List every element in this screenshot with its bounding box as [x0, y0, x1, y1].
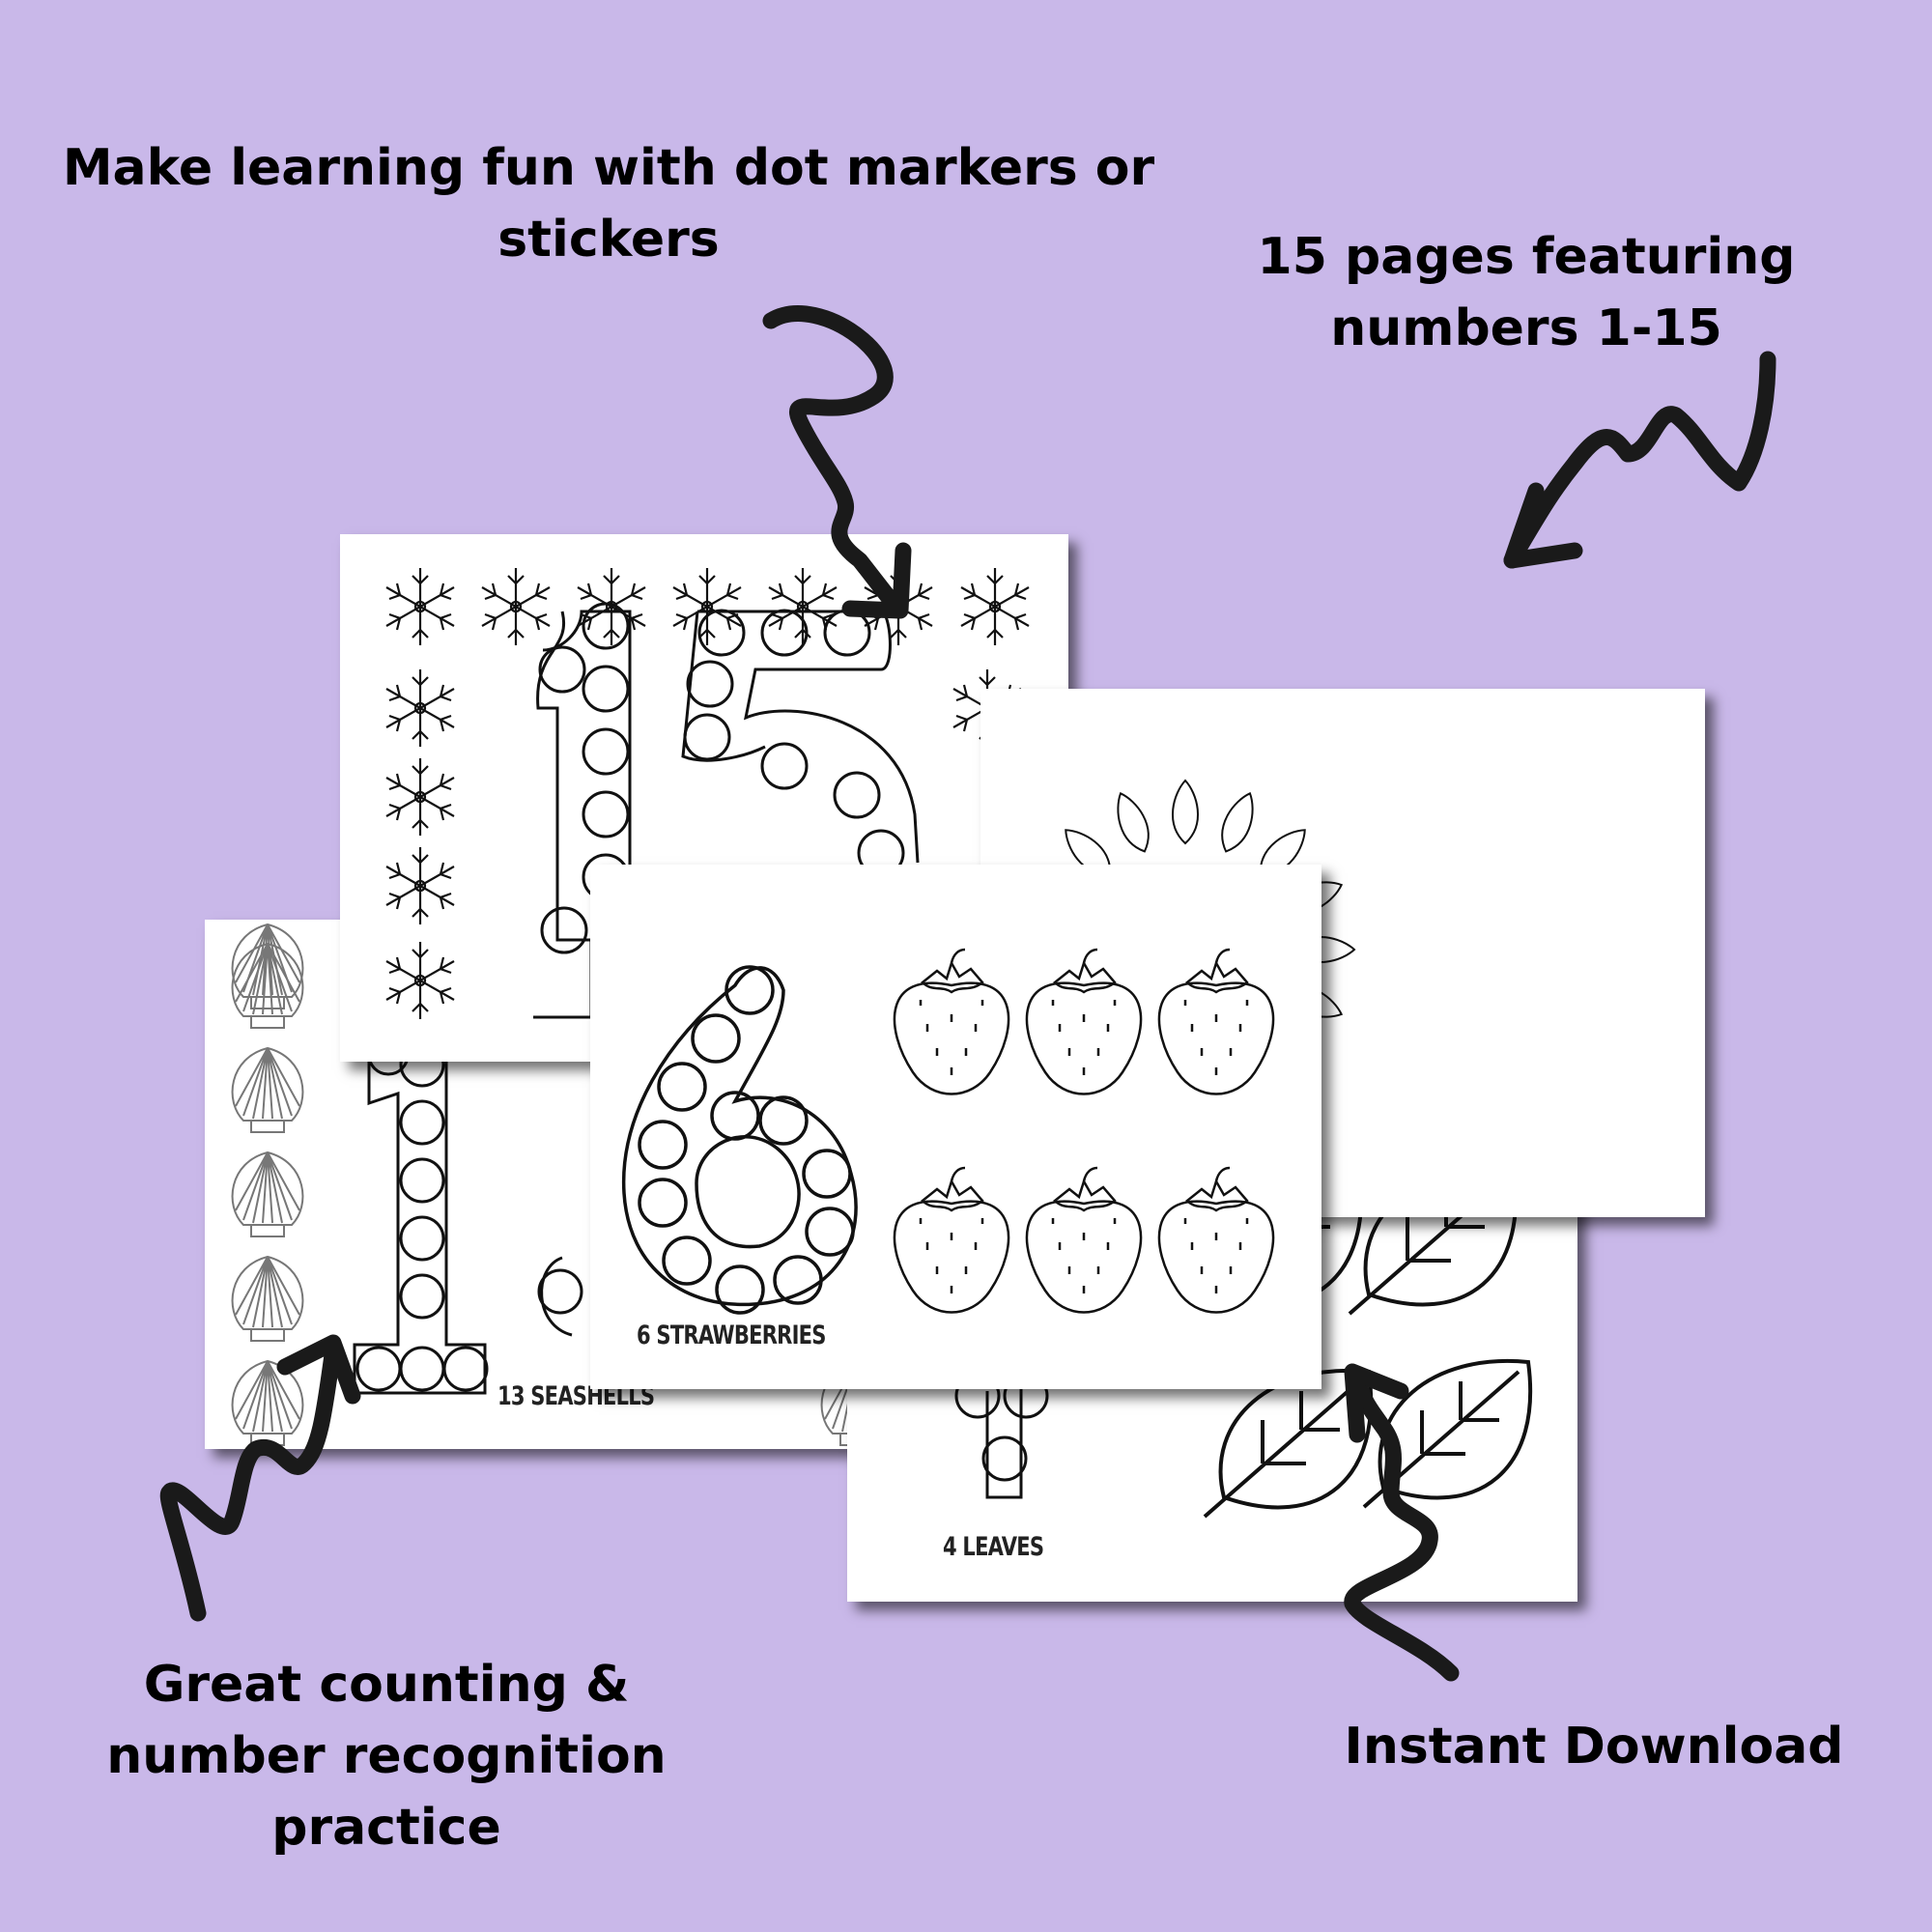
seashell-icon — [231, 923, 894, 1446]
caption-page-count: 15 pages featuring numbers 1-15 — [1257, 228, 1796, 357]
caption-dot-markers: Make learning fun with dot markers or st… — [62, 139, 1155, 269]
number-6-dot-art — [621, 965, 858, 1315]
sheet-label: 6 STRAWBERRIES — [637, 1321, 826, 1350]
caption-counting-practice: Great counting & number recognition prac… — [106, 1656, 667, 1857]
worksheet-strawberries: 6 STRAWBERRIES — [590, 865, 1321, 1389]
sheet-label: 4 LEAVES — [943, 1532, 1044, 1562]
caption-instant-download: Instant Download — [1344, 1718, 1844, 1776]
